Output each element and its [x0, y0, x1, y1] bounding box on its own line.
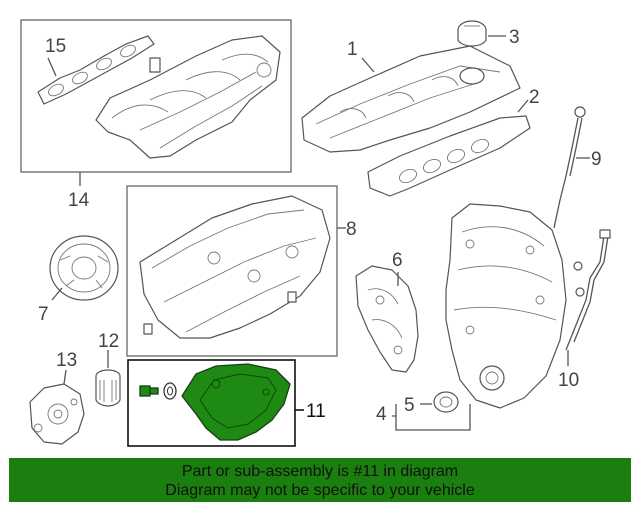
- timing-chain-cover[interactable]: [445, 203, 567, 409]
- callout-10: 10: [558, 370, 579, 391]
- crankshaft-pulley[interactable]: [49, 235, 119, 301]
- valve-cover-gasket[interactable]: [367, 115, 531, 197]
- drain-plug-washer: [163, 382, 177, 400]
- lower-oil-pan-group[interactable]: [127, 359, 296, 447]
- info-banner-bg: [9, 458, 631, 502]
- callout-12: 12: [98, 331, 119, 352]
- banner-line-1: Part or sub-assembly is #11 in diagram: [181, 463, 459, 480]
- intake-manifold-group[interactable]: 15: [20, 19, 292, 173]
- callout-7: 7: [38, 304, 49, 325]
- callout-1: 1: [347, 39, 358, 60]
- intake-manifold[interactable]: [95, 35, 281, 159]
- callout-15: 15: [45, 36, 66, 57]
- upper-oil-pan[interactable]: [139, 195, 331, 339]
- callout-5: 5: [404, 395, 415, 416]
- front-crankshaft-seal[interactable]: [433, 391, 459, 413]
- lower-oil-pan[interactable]: [181, 363, 291, 441]
- callout-9: 9: [591, 149, 602, 170]
- water-pump-cover[interactable]: [355, 265, 419, 373]
- upper-oil-pan-group[interactable]: [126, 185, 338, 357]
- valve-cover[interactable]: [301, 45, 521, 153]
- callout-6: 6: [392, 250, 403, 271]
- dipstick-tube[interactable]: [565, 229, 611, 351]
- callout-14: 14: [68, 190, 90, 211]
- callout-2: 2: [529, 87, 540, 108]
- intake-gasket[interactable]: [37, 35, 155, 105]
- drain-plug[interactable]: [139, 385, 159, 397]
- oil-dipstick[interactable]: [553, 106, 586, 229]
- water-pump[interactable]: [29, 383, 85, 445]
- banner-line-2: Diagram may not be specific to your vehi…: [165, 482, 475, 499]
- callout-8: 8: [346, 219, 357, 240]
- callout-13: 13: [56, 350, 77, 371]
- callout-11: 11: [306, 401, 326, 422]
- oil-filter[interactable]: [95, 369, 121, 407]
- callout-4: 4: [376, 404, 387, 425]
- info-banner: Part or sub-assembly is #11 in diagram D…: [9, 458, 631, 502]
- callout-3: 3: [509, 27, 520, 48]
- oil-filler-cap[interactable]: [457, 20, 487, 47]
